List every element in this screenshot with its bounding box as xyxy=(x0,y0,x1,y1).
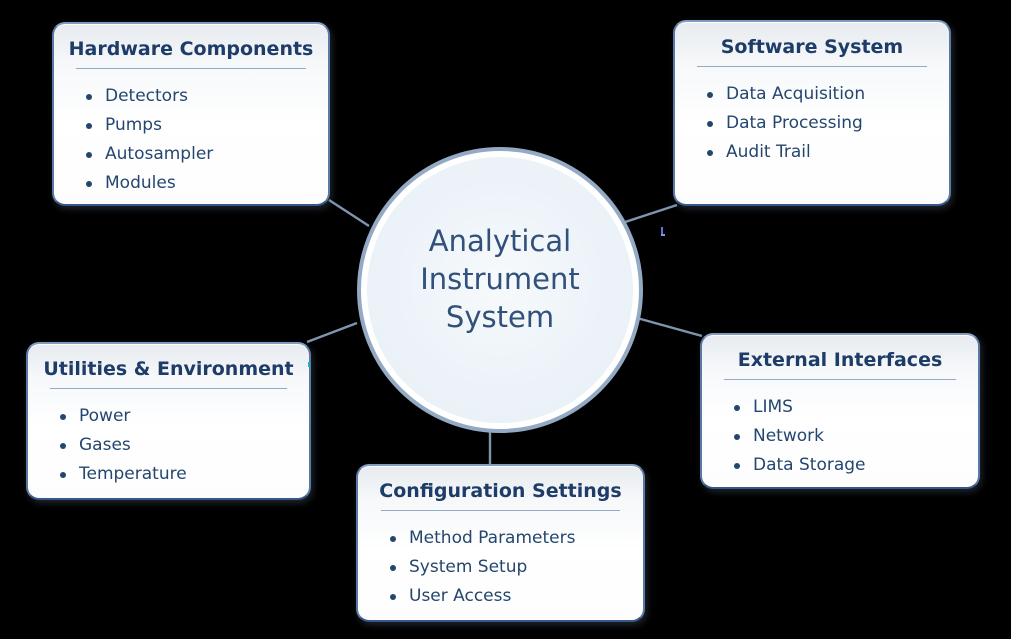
connector-line-utilities xyxy=(306,321,358,344)
center-label-line: Instrument xyxy=(420,262,580,296)
node-configuration-settings: Configuration Settings Method Parameters… xyxy=(356,464,645,622)
title-divider xyxy=(696,65,928,67)
title-divider xyxy=(724,378,956,380)
bullet-item: Method Parameters xyxy=(390,524,643,553)
node-title: Utilities & Environment xyxy=(43,358,294,380)
bullet-item: Gases xyxy=(60,431,309,460)
center-node-analytical-instrument-system: Analytical Instrument System xyxy=(357,147,643,433)
bullet-item: Autosampler xyxy=(86,140,328,169)
connector-line-external xyxy=(636,316,703,338)
title-divider xyxy=(50,387,287,389)
stray-mark-teal xyxy=(308,362,310,367)
bullet-item: System Setup xyxy=(390,553,643,582)
title-divider xyxy=(75,67,307,69)
node-title: Hardware Components xyxy=(68,38,314,60)
node-title: Software System xyxy=(720,36,904,58)
connector-line-software xyxy=(618,203,678,226)
node-title: External Interfaces xyxy=(737,349,943,371)
bullet-item: LIMS xyxy=(734,393,978,422)
bullet-item: Modules xyxy=(86,169,328,198)
connector-line-hardware xyxy=(328,198,370,228)
bullet-item: User Access xyxy=(390,582,643,611)
bullet-item: Network xyxy=(734,422,978,451)
center-label-line: Analytical xyxy=(428,224,572,258)
bullet-item: Data Acquisition xyxy=(707,80,949,109)
stray-mark-blue xyxy=(661,227,665,236)
title-divider xyxy=(380,509,621,511)
bullet-item: Power xyxy=(60,402,309,431)
center-label-line: System xyxy=(445,300,555,334)
bullet-item: Data Processing xyxy=(707,109,949,138)
node-title: Configuration Settings xyxy=(379,480,622,502)
bullet-item: Detectors xyxy=(86,82,328,111)
bullet-item: Audit Trail xyxy=(707,138,949,167)
bullet-item: Data Storage xyxy=(734,451,978,480)
bullet-item: Pumps xyxy=(86,111,328,140)
bullet-item: Temperature xyxy=(60,460,309,489)
